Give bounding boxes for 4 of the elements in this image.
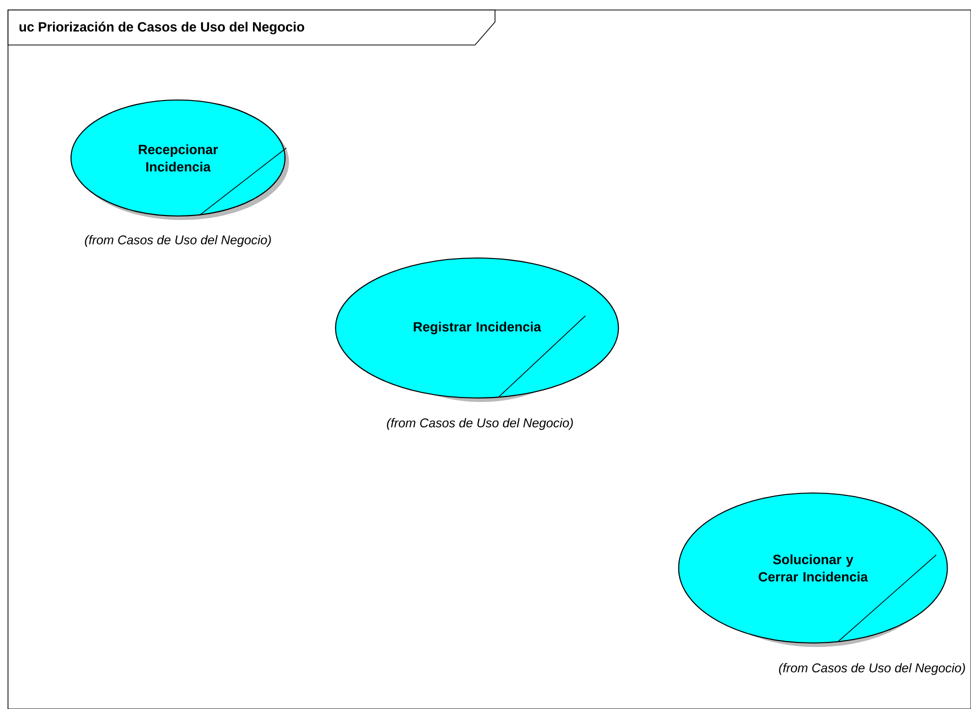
from-package-note: (from Casos de Uso del Negocio) [84,235,271,247]
frame-title-tab: uc Priorización de Casos de Uso del Negocio [8,10,496,46]
from-package-note: (from Casos de Uso del Negocio) [386,418,573,430]
from-package-note: (from Casos de Uso del Negocio) [779,663,965,675]
